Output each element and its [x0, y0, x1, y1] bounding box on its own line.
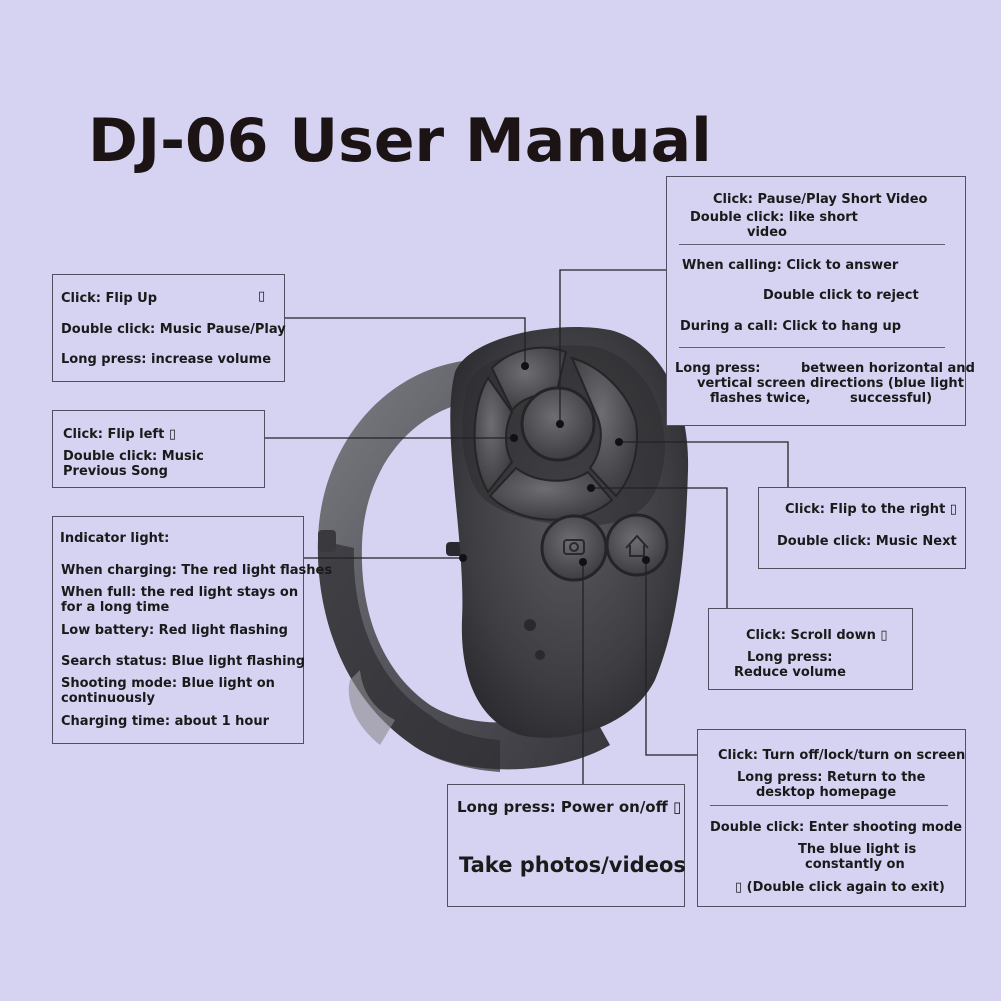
- indicator-line: When full: the red light stays on: [61, 585, 299, 600]
- scroll-down-callout: Click: Scroll down ▯ Long press: Reduce …: [708, 608, 913, 690]
- power-long-text: Long press: Power on/off ▯: [457, 798, 682, 816]
- center-during-call-text: During a call: Click to hang up: [680, 319, 902, 334]
- flip-right-callout: Click: Flip to the right ▯ Double click:…: [758, 487, 966, 569]
- divider: [679, 347, 945, 348]
- flip-right-double-text: Double click: Music Next: [777, 534, 957, 549]
- screen-blue-text-2: constantly on: [805, 857, 905, 872]
- scroll-down-click-text: Click: Scroll down ▯: [746, 628, 888, 643]
- center-button-callout: Click: Pause/Play Short Video Double cli…: [666, 176, 975, 426]
- flip-up-icon: ▯: [258, 289, 266, 304]
- flip-left-callout: Click: Flip left ▯ Double click: Music P…: [52, 410, 265, 488]
- flip-up-long-text: Long press: increase volume: [61, 352, 272, 367]
- indicator-light-callout: Indicator light: When charging: The red …: [52, 516, 332, 744]
- flip-left-click-text: Click: Flip left ▯: [63, 427, 176, 442]
- indicator-line: continuously: [61, 691, 155, 706]
- indicator-line: Shooting mode: Blue light on: [61, 676, 275, 691]
- center-long-text-2: vertical screen directions (blue light: [697, 376, 964, 391]
- indicator-line: for a long time: [61, 600, 170, 615]
- scroll-down-long-text: Long press:: [747, 650, 833, 665]
- home-icon: [625, 534, 649, 557]
- ring-buttons: [473, 346, 669, 582]
- home-button-callout: Click: Turn off/lock/turn on screen Long…: [697, 729, 966, 907]
- take-photos-text: Take photos/videos: [459, 853, 686, 877]
- center-long-text-b: between horizontal and: [801, 361, 975, 376]
- center-long-text-3: flashes twice,: [710, 391, 811, 406]
- indicator-line: Low battery: Red light flashing: [61, 623, 288, 638]
- center-double-text-2: video: [747, 225, 787, 240]
- callout-lines: [264, 269, 789, 784]
- screen-double-text: Double click: Enter shooting mode: [710, 820, 963, 835]
- flip-left-double-text: Double click: Music: [63, 449, 204, 464]
- flip-up-double-text: Double click: Music Pause/Play: [61, 322, 286, 337]
- page-title: DJ-06 User Manual: [88, 106, 712, 176]
- screen-long-text: Long press: Return to the: [737, 770, 926, 785]
- screen-exit-text: ▯ (Double click again to exit): [735, 880, 945, 895]
- flip-up-callout: Click: Flip Up ▯ Double click: Music Pau…: [52, 274, 286, 382]
- screen-click-text: Click: Turn off/lock/turn on screen: [718, 748, 966, 763]
- scroll-down-long-text-2: Reduce volume: [734, 665, 846, 680]
- indicator-line: Search status: Blue light flashing: [61, 654, 306, 669]
- camera-icon: [563, 539, 585, 555]
- flip-right-click-text: Click: Flip to the right ▯: [785, 502, 957, 517]
- center-double-text: Double click: like short: [690, 210, 858, 225]
- center-reject-text: Double click to reject: [763, 288, 919, 303]
- center-long-text: Long press:: [675, 361, 761, 376]
- indicator-line: Charging time: about 1 hour: [61, 714, 270, 729]
- center-click-text: Click: Pause/Play Short Video: [713, 192, 928, 207]
- center-long-text-3b: successful): [850, 391, 933, 406]
- center-calling-text: When calling: Click to answer: [682, 258, 899, 273]
- divider: [679, 244, 945, 245]
- ring-band: [317, 360, 610, 772]
- indicator-heading: Indicator light:: [60, 531, 170, 546]
- flip-up-click-text: Click: Flip Up: [61, 291, 158, 306]
- flip-left-double-text-2: Previous Song: [63, 464, 168, 479]
- screen-blue-text: The blue light is: [798, 842, 917, 857]
- power-callout: Long press: Power on/off ▯ Take photos/v…: [447, 784, 686, 907]
- callout-dots: [459, 362, 650, 566]
- indicator-line: When charging: The red light flashes: [61, 563, 333, 578]
- divider: [710, 805, 948, 806]
- screen-long-text-2: desktop homepage: [756, 785, 897, 800]
